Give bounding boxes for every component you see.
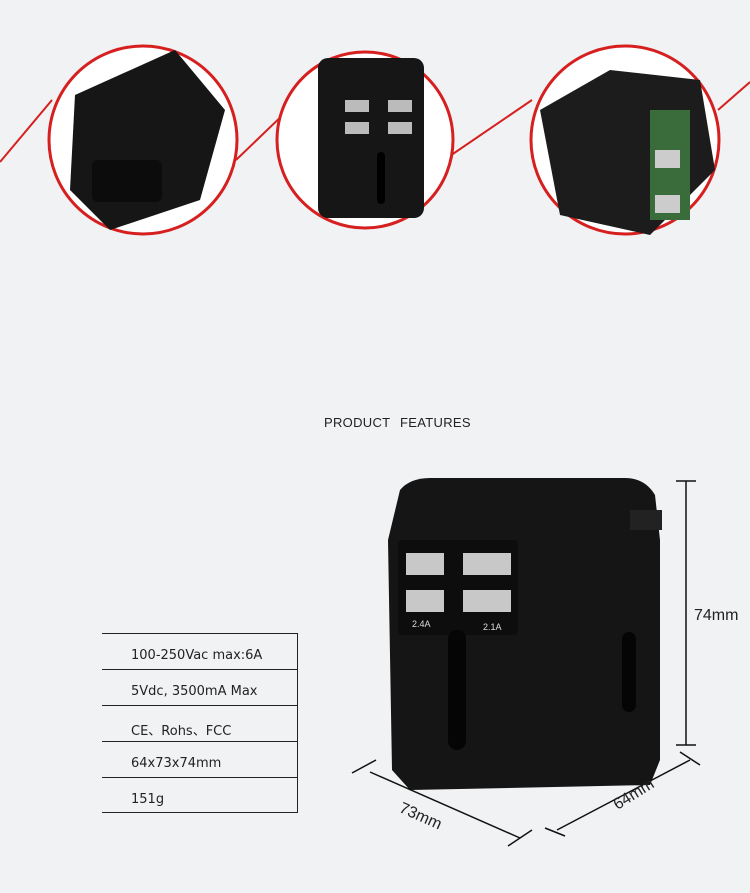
spec-input: 100-250Vac max:6A: [102, 633, 297, 669]
adapter-product: [388, 478, 662, 790]
dimension-lines: [351, 480, 701, 847]
spec-table: 100-250Vac max:6A 5Vdc, 3500mA Max CE、Ro…: [102, 633, 298, 813]
section-title: PRODUCT FEATURES: [324, 415, 471, 430]
spec-weight: 151g: [102, 777, 297, 813]
detail-circle-front: [275, 50, 455, 230]
detail-circle-inside: [529, 44, 721, 236]
usb-label-right: 2.1A: [483, 622, 502, 632]
usb-label-left: 2.4A: [412, 619, 431, 629]
detail-circle-back: [47, 44, 239, 236]
spec-output: 5Vdc, 3500mA Max: [102, 669, 297, 705]
dimension-height: 74mm: [694, 607, 739, 624]
spec-size: 64x73x74mm: [102, 741, 297, 777]
spec-certification: CE、Rohs、FCC: [102, 705, 297, 741]
